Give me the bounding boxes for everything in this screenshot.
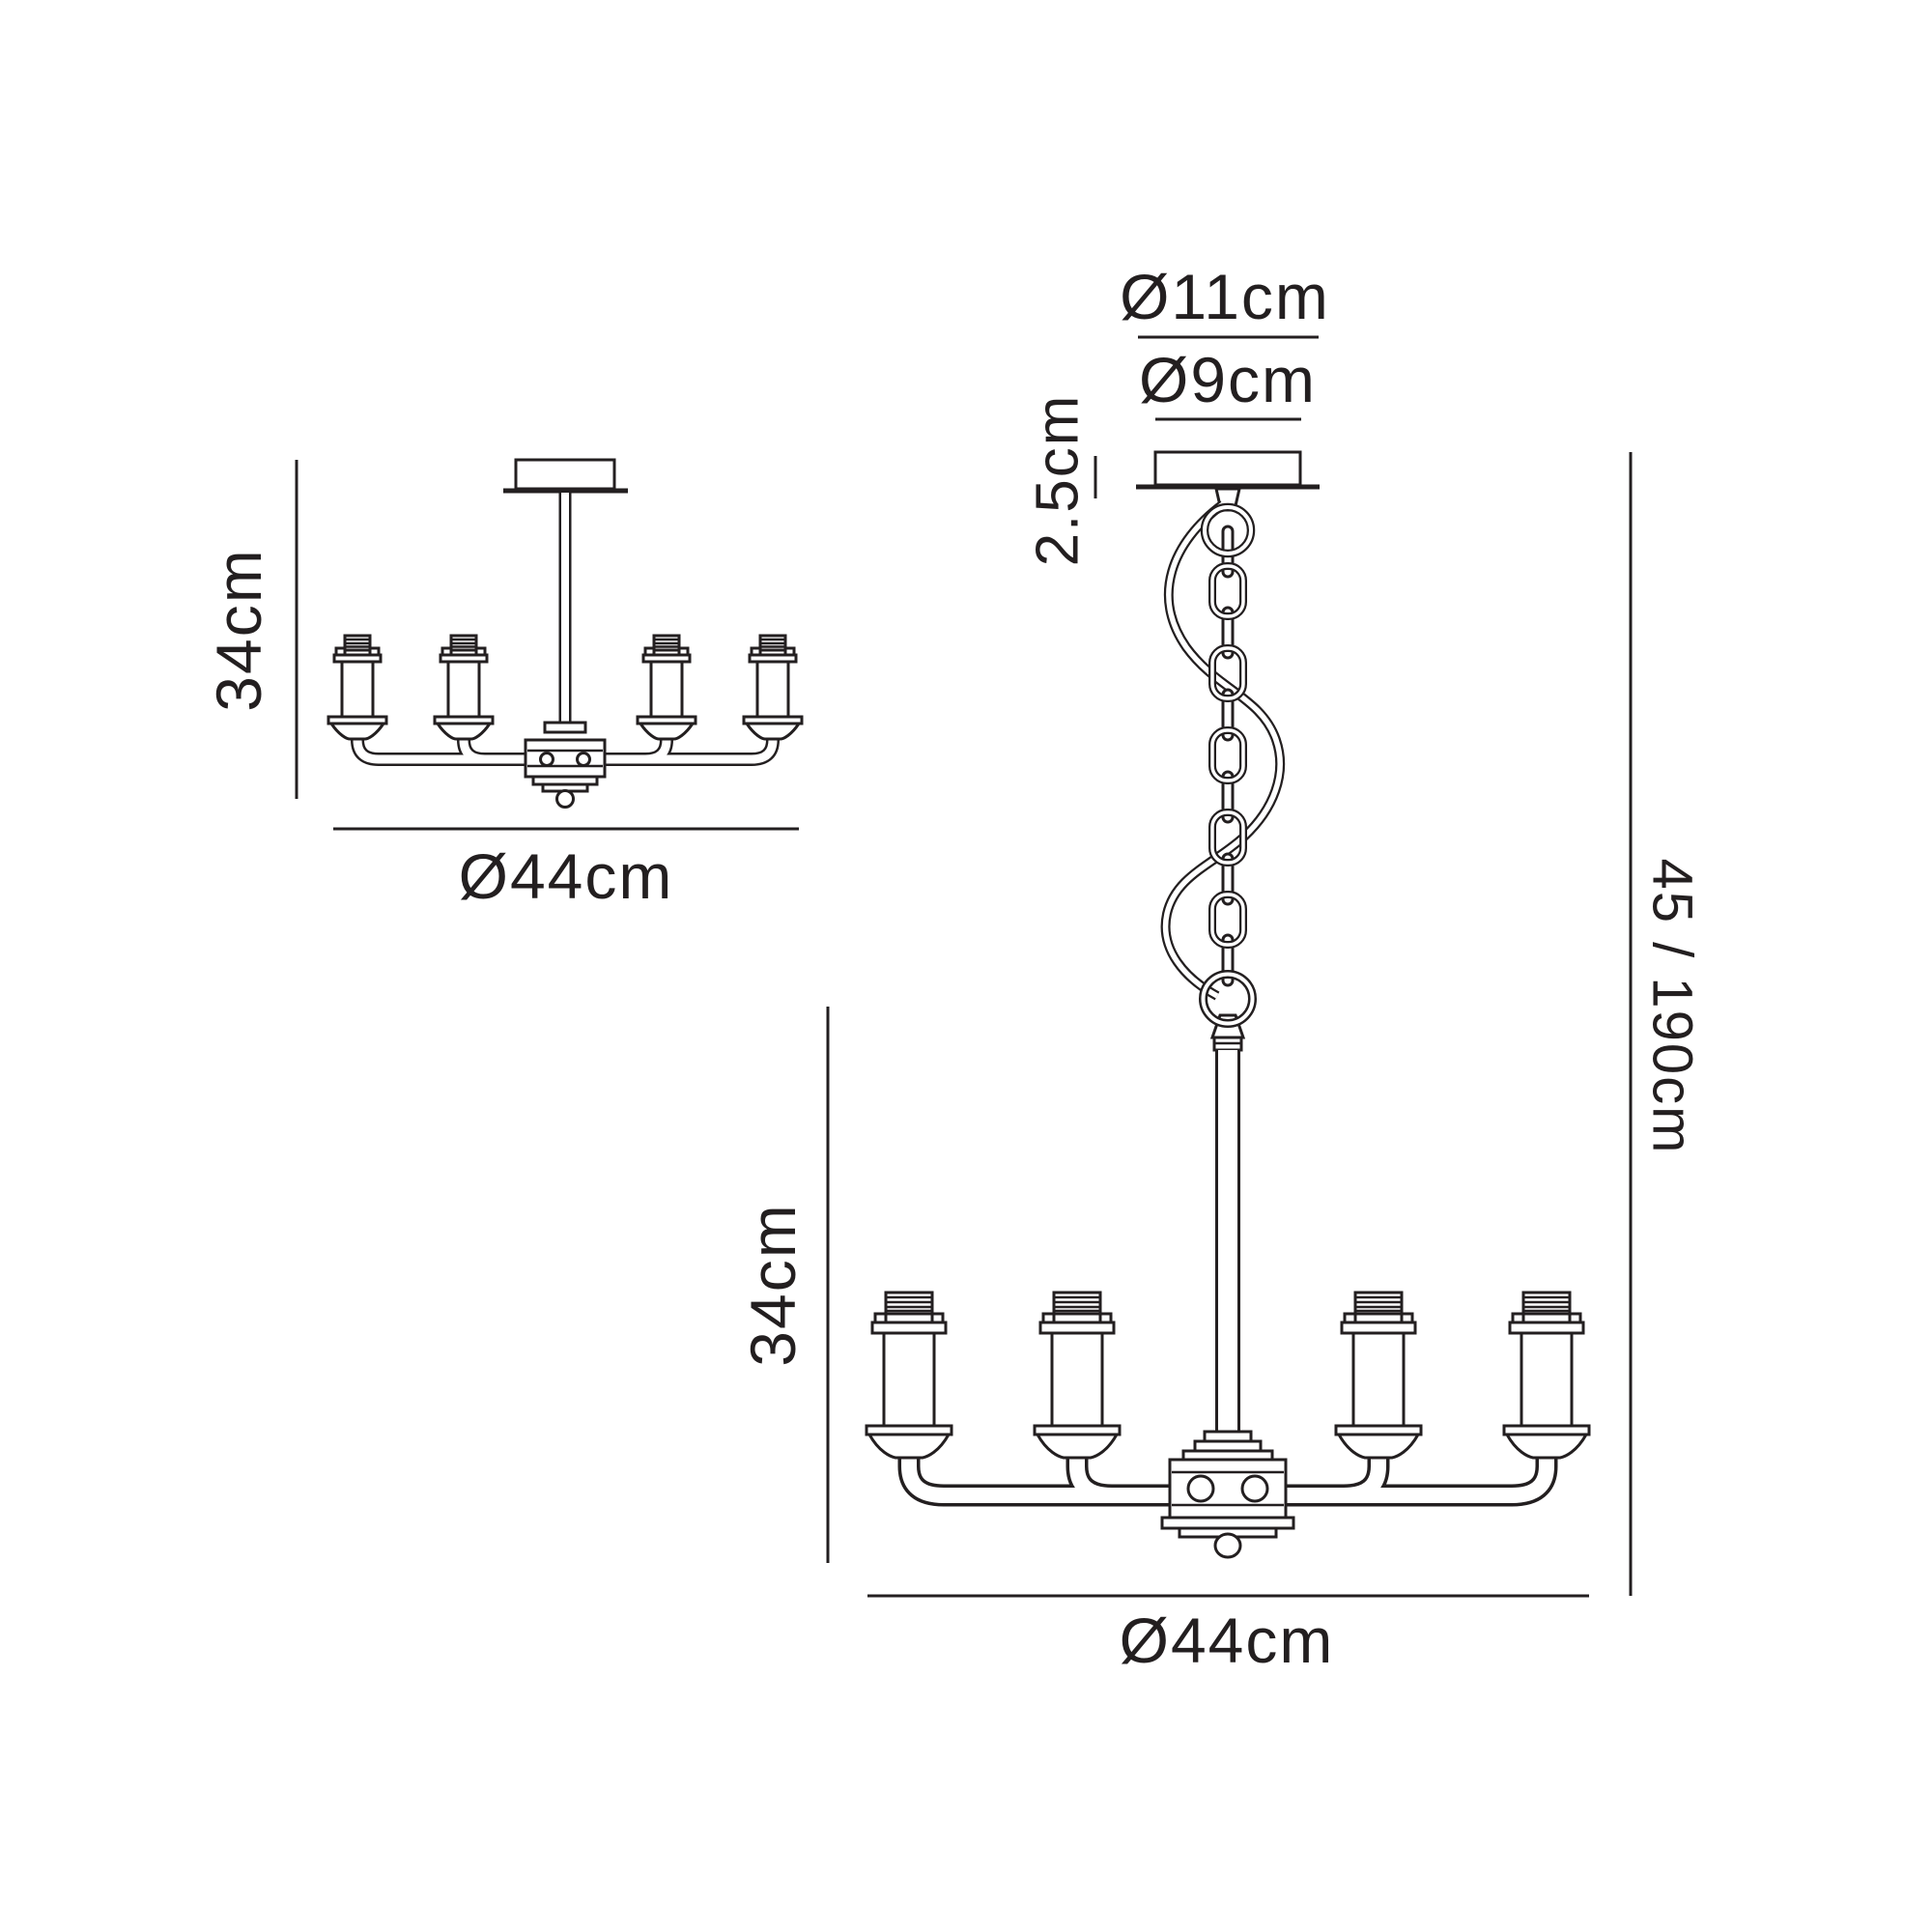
- stem-collar: [543, 721, 587, 734]
- candle: [865, 1291, 953, 1460]
- arm-inner: [1069, 1454, 1179, 1503]
- ceiling-plate: [514, 458, 616, 491]
- arm-bolt: [539, 752, 554, 767]
- semi-flush-diameter-label: Ø44cm: [459, 840, 674, 912]
- chain-ring-bottom-inner: [1201, 972, 1255, 1026]
- hub-base-plate: [1160, 1516, 1295, 1530]
- canopy-body: [1153, 450, 1302, 487]
- candle: [1033, 1291, 1122, 1460]
- canopy-outer-diameter-label: Ø11cm: [1120, 261, 1330, 332]
- arm-inner: [901, 1454, 1179, 1503]
- canopy-inner-diameter-label: Ø9cm: [1139, 344, 1317, 415]
- semi-flush-view: 34cm: [203, 458, 804, 912]
- candle: [1334, 1291, 1423, 1460]
- cord: [1160, 499, 1286, 1001]
- hub: [1160, 1458, 1295, 1559]
- chain: [1199, 502, 1257, 1039]
- finial-ball: [555, 789, 575, 809]
- hub-lines: [1172, 1470, 1284, 1507]
- canopy-height-label: 2.5cm: [1025, 394, 1092, 567]
- finial-ball: [1213, 1532, 1242, 1559]
- semi-flush-height-label: 34cm: [203, 548, 274, 711]
- candle: [433, 634, 495, 741]
- pendant-body-height-label: 34cm: [737, 1203, 809, 1366]
- candle: [742, 634, 804, 741]
- arm-bolt: [1186, 1474, 1215, 1503]
- arm-inner: [1277, 1454, 1386, 1503]
- candle: [1502, 1291, 1591, 1460]
- arm-bolt: [1240, 1474, 1269, 1503]
- canopy: [1136, 450, 1320, 512]
- candle: [636, 634, 697, 741]
- hub-lines: [527, 749, 603, 768]
- cord-inner: [1162, 501, 1283, 999]
- arm-bolt: [576, 752, 591, 767]
- pendant-diameter-label: Ø44cm: [1120, 1605, 1335, 1676]
- chain-ring-top-inner: [1203, 505, 1253, 555]
- candle: [327, 634, 388, 741]
- pendant-drop-label: 45 / 190cm: [1641, 859, 1704, 1155]
- hub-body: [524, 738, 607, 779]
- hub: [524, 738, 607, 809]
- arm-inner: [1277, 1454, 1554, 1503]
- arms: [897, 1454, 1558, 1507]
- pendant-view: Ø11cm Ø9cm 2.5cm: [737, 261, 1704, 1676]
- semi-flush-fixture: [327, 458, 804, 809]
